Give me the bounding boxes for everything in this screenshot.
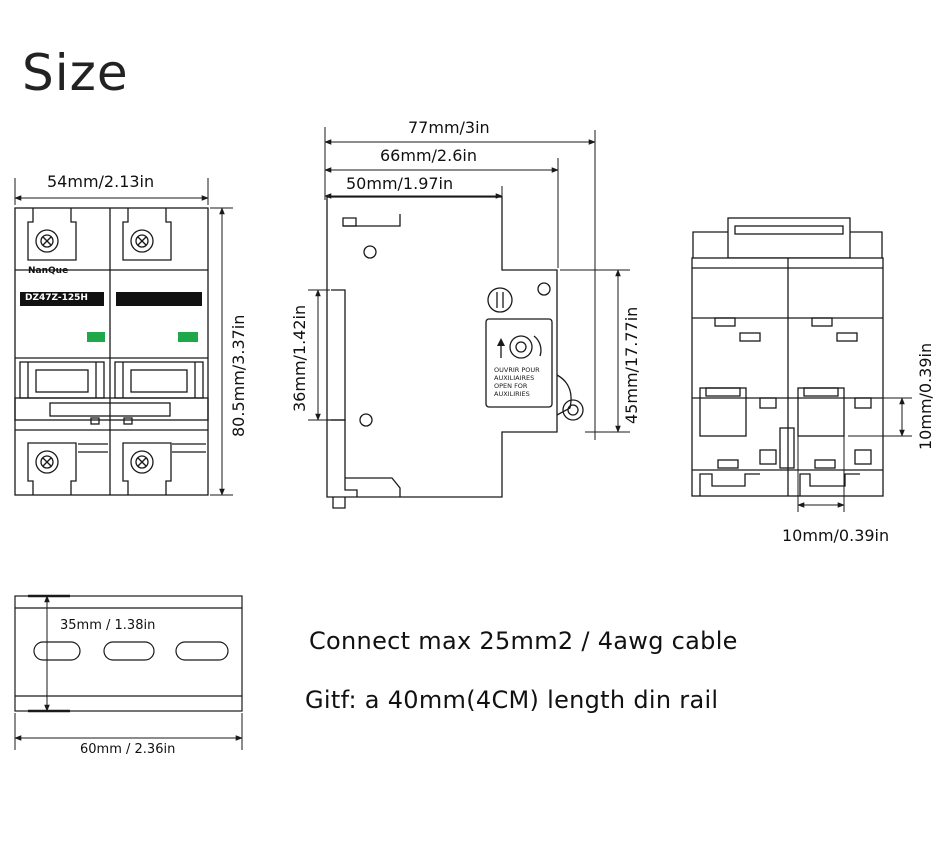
- side-front-height-label: 45mm/17.77in: [622, 306, 641, 424]
- model-label: DZ47Z-125H: [25, 293, 88, 303]
- end-view-breaker: [691, 217, 884, 497]
- rail-height-label: 35mm / 1.38in: [60, 618, 156, 633]
- terminal-width-label: 10mm/0.39in: [782, 526, 890, 545]
- side-total-depth-label: 77mm/3in: [408, 118, 490, 137]
- aux-text-line3: OPEN FOR: [494, 382, 528, 390]
- rail-length-label: 60mm / 2.36in: [80, 742, 176, 757]
- indicator-right: [178, 332, 198, 342]
- gift-note: Gitf: a 40mm(4CM) length din rail: [305, 686, 719, 714]
- side-mid-depth-label: 66mm/2.6in: [380, 146, 477, 165]
- front-width-label: 54mm/2.13in: [47, 172, 155, 191]
- side-rail-height-label: 36mm/1.42in: [290, 304, 309, 412]
- page-title: Size: [22, 44, 129, 102]
- brand-label: NanQue: [28, 266, 69, 276]
- indicator-left: [87, 332, 105, 342]
- aux-text-line4: AUXILIRIES: [494, 390, 530, 398]
- aux-text-line2: AUXILIAIRES: [494, 374, 534, 382]
- terminal-height-label: 10mm/0.39in: [916, 342, 935, 450]
- side-front-depth-label: 50mm/1.97in: [346, 174, 454, 193]
- model-label-bar: [20, 292, 104, 306]
- din-rail: [14, 595, 243, 712]
- front-view-breaker: [14, 207, 209, 496]
- aux-text-line1: OUVRIR POUR: [494, 366, 540, 374]
- cable-note: Connect max 25mm2 / 4awg cable: [309, 627, 738, 655]
- blank-label-bar: [116, 292, 202, 306]
- side-view-breaker: [326, 196, 584, 509]
- front-height-label: 80.5mm/3.37in: [229, 314, 248, 437]
